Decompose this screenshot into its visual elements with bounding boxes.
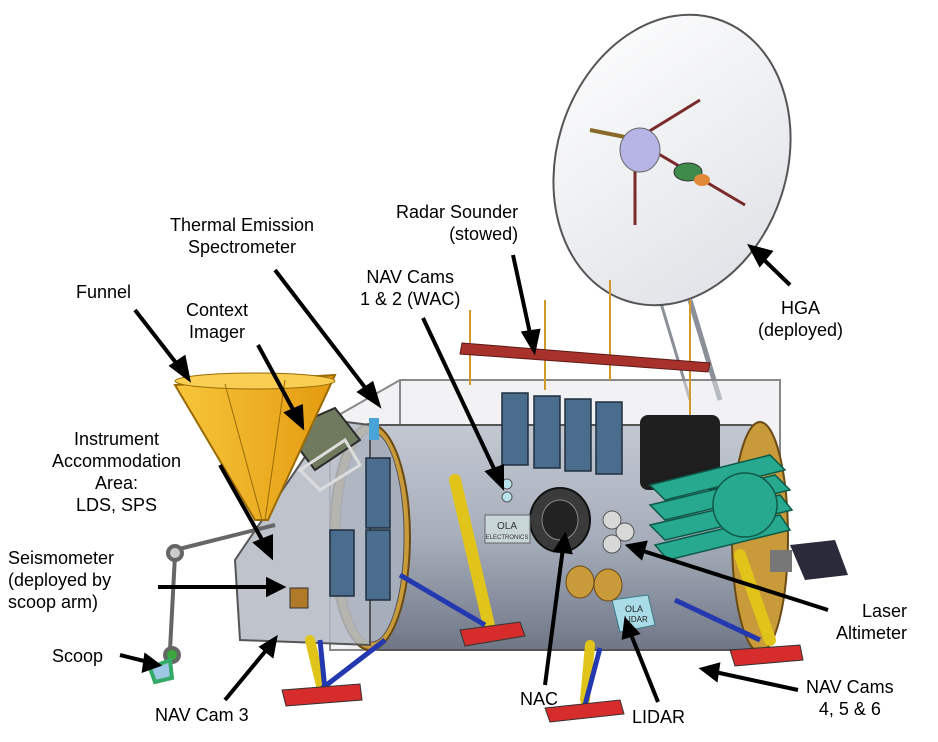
hga-dish [552,13,792,401]
label-line: Radar Sounder [396,202,519,222]
label-scoop: Scoop [52,645,103,667]
label-line: Scoop [52,646,104,666]
label-line: Thermal Emission [170,215,315,235]
label-funnel: Funnel [76,281,131,303]
annotation-arrows [119,243,829,703]
drum-1 [565,565,595,599]
tes-instrument [369,418,379,440]
label-line: Spectrometer [188,237,297,257]
ola-electronics [484,514,531,544]
label-line: NAV Cams [366,267,455,287]
lidar-box-text: LIDAR [624,615,648,624]
label-line: HGA [781,298,821,318]
drum-2 [593,568,623,602]
label-line: Instrument [74,429,160,449]
label-line: Accommodation [52,451,182,471]
label-line: (stowed) [449,224,519,244]
label-laser-altimeter: Laser Altimeter [836,600,907,644]
label-line: Seismometer [8,548,115,568]
ola-text: OLA [497,521,517,532]
label-line: (deployed) [758,320,844,340]
instrument-box [640,415,720,490]
label-line: NAV Cam 3 [155,705,249,725]
label-line: Altimeter [836,623,908,643]
label-hga: HGA (deployed) [758,297,843,341]
label-line: Context [186,300,249,320]
label-line: Funnel [76,282,132,302]
label-line: 1 & 2 (WAC) [360,289,461,309]
label-line: Laser [861,601,908,621]
label-line: 4, 5 & 6 [818,699,881,719]
legs [305,474,776,705]
label-nac: NAC [520,688,558,710]
label-line: Area: [95,473,139,493]
seismometer [289,587,309,609]
lidar-unit: OLA LIDAR [611,594,656,633]
label-line: LDS, SPS [76,495,158,515]
label-thermal-emission-spectrometer: Thermal Emission Spectrometer [170,214,314,258]
footpads [281,621,804,723]
label-context-imager: Context Imager [186,299,248,343]
label-nav-cams-4-6: NAV Cams 4, 5 & 6 [806,676,894,720]
label-radar-sounder: Radar Sounder (stowed) [396,201,518,245]
lidar-box-ola: OLA [625,604,643,614]
nac-camera [529,487,635,554]
label-seismometer: Seismometer (deployed by scoop arm) [8,547,114,613]
label-nav-cam-3: NAV Cam 3 [155,704,249,726]
label-lidar: LIDAR [632,706,685,728]
navcam-2 [501,491,513,503]
struts [317,572,762,706]
label-nav-cams-1-2: NAV Cams 1 & 2 (WAC) [360,266,460,310]
thruster [770,540,848,580]
label-line: NAC [520,689,559,709]
label-instrument-accommodation: Instrument Accommodation Area: LDS, SPS [52,428,181,516]
label-line: (deployed by [8,570,112,590]
label-line: NAV Cams [806,677,894,697]
label-line: Imager [189,322,246,342]
ola-sub-text: ELECTRONICS [486,535,529,541]
label-line: scoop arm) [8,592,99,612]
solar-cells [329,392,623,601]
label-line: LIDAR [632,707,686,727]
radiator [648,454,794,561]
